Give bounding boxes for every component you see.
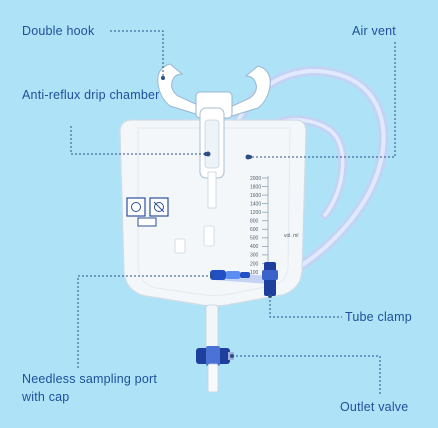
scale-tick-label: 1200 xyxy=(250,210,261,216)
label-anti-reflux-drip-chamber: Anti-reflux drip chamber xyxy=(22,88,160,102)
scale-tick-label: 400 xyxy=(250,244,259,250)
label-air-vent: Air vent xyxy=(352,24,396,38)
single-use-symbol-icon xyxy=(149,197,169,217)
scale-tick-label: 1400 xyxy=(250,201,261,207)
needleless-sampling-port xyxy=(210,270,274,284)
label-double-hook: Double hook xyxy=(22,24,95,38)
scale-tick-label: 300 xyxy=(250,253,259,259)
leader-anti-reflux xyxy=(70,126,206,155)
scale-tick-label: 500 xyxy=(250,236,259,242)
label-outlet-valve: Outlet valve xyxy=(340,400,409,414)
leader-needleless xyxy=(77,275,212,368)
double-hook xyxy=(157,63,271,119)
scale-unit: vol. ml xyxy=(284,233,298,239)
scale-tick-label: 1800 xyxy=(250,184,261,190)
scale-tick-label: 1600 xyxy=(250,193,261,199)
label-tube-clamp: Tube clamp xyxy=(345,310,412,324)
leader-outlet-valve xyxy=(232,355,381,394)
scale-tick-label: 2000 xyxy=(250,176,261,182)
outlet-valve xyxy=(196,304,234,393)
label-needleless-sampling-port: Needless sampling port with cap xyxy=(22,372,158,404)
scale-tick-label: 600 xyxy=(250,227,259,233)
instructions-symbol-icon xyxy=(137,217,157,227)
scale-tick-label: 100 xyxy=(250,270,259,276)
anti-reflux-drip-chamber xyxy=(199,107,225,209)
sterile-symbol-icon xyxy=(126,197,146,217)
scale-tick-label: 800 xyxy=(250,219,259,225)
tube-clamp xyxy=(262,262,278,296)
leader-tube-clamp xyxy=(269,296,342,318)
leader-lines xyxy=(70,30,396,394)
leader-double-hook xyxy=(110,30,164,76)
leader-endpoints xyxy=(161,76,272,358)
scale-tick-label: 200 xyxy=(250,261,259,267)
